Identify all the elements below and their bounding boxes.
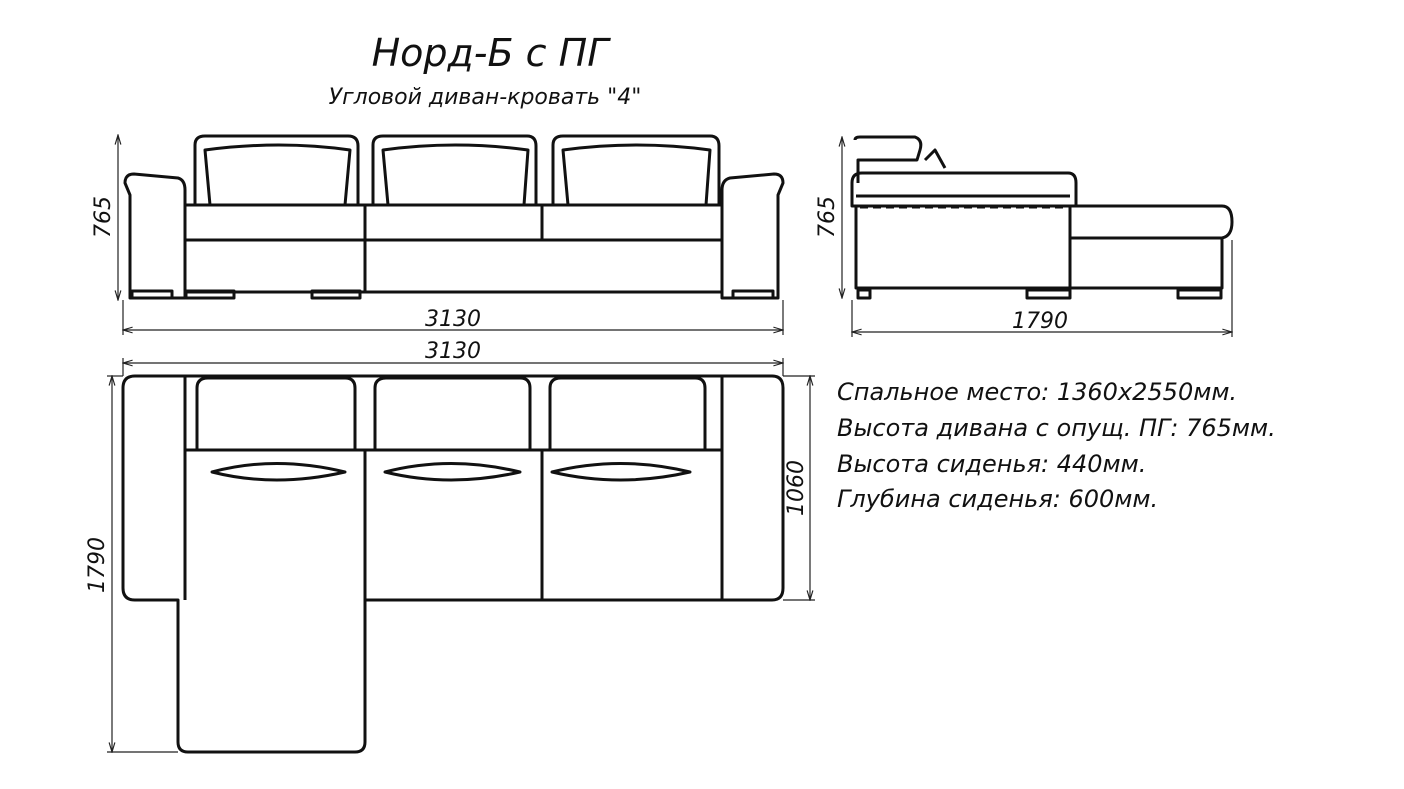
front-width-label: 3130 [425, 307, 481, 332]
top-width-label: 3130 [425, 339, 481, 364]
spec-seat-height: Высота сиденья: 440мм. [837, 450, 1146, 478]
spec-seat-depth: Глубина сиденья: 600мм. [837, 485, 1158, 513]
top-view [121, 374, 785, 754]
side-depth-label: 1790 [1012, 309, 1068, 334]
front-view [123, 134, 785, 300]
top-depth-label: 1790 [85, 537, 110, 593]
side-height-label: 765 [815, 196, 840, 238]
front-height-label: 765 [91, 196, 116, 238]
side-view [850, 135, 1234, 300]
top-main-depth-label: 1060 [784, 460, 809, 516]
spec-list: Спальное место: 1360x2550мм. Высота дива… [837, 378, 1276, 513]
title: Норд-Б с ПГ [372, 31, 612, 75]
spec-sleeping-area: Спальное место: 1360x2550мм. [837, 378, 1237, 406]
spec-sofa-height: Высота дивана с опущ. ПГ: 765мм. [837, 414, 1276, 442]
subtitle: Угловой диван-кровать "4" [329, 85, 642, 110]
